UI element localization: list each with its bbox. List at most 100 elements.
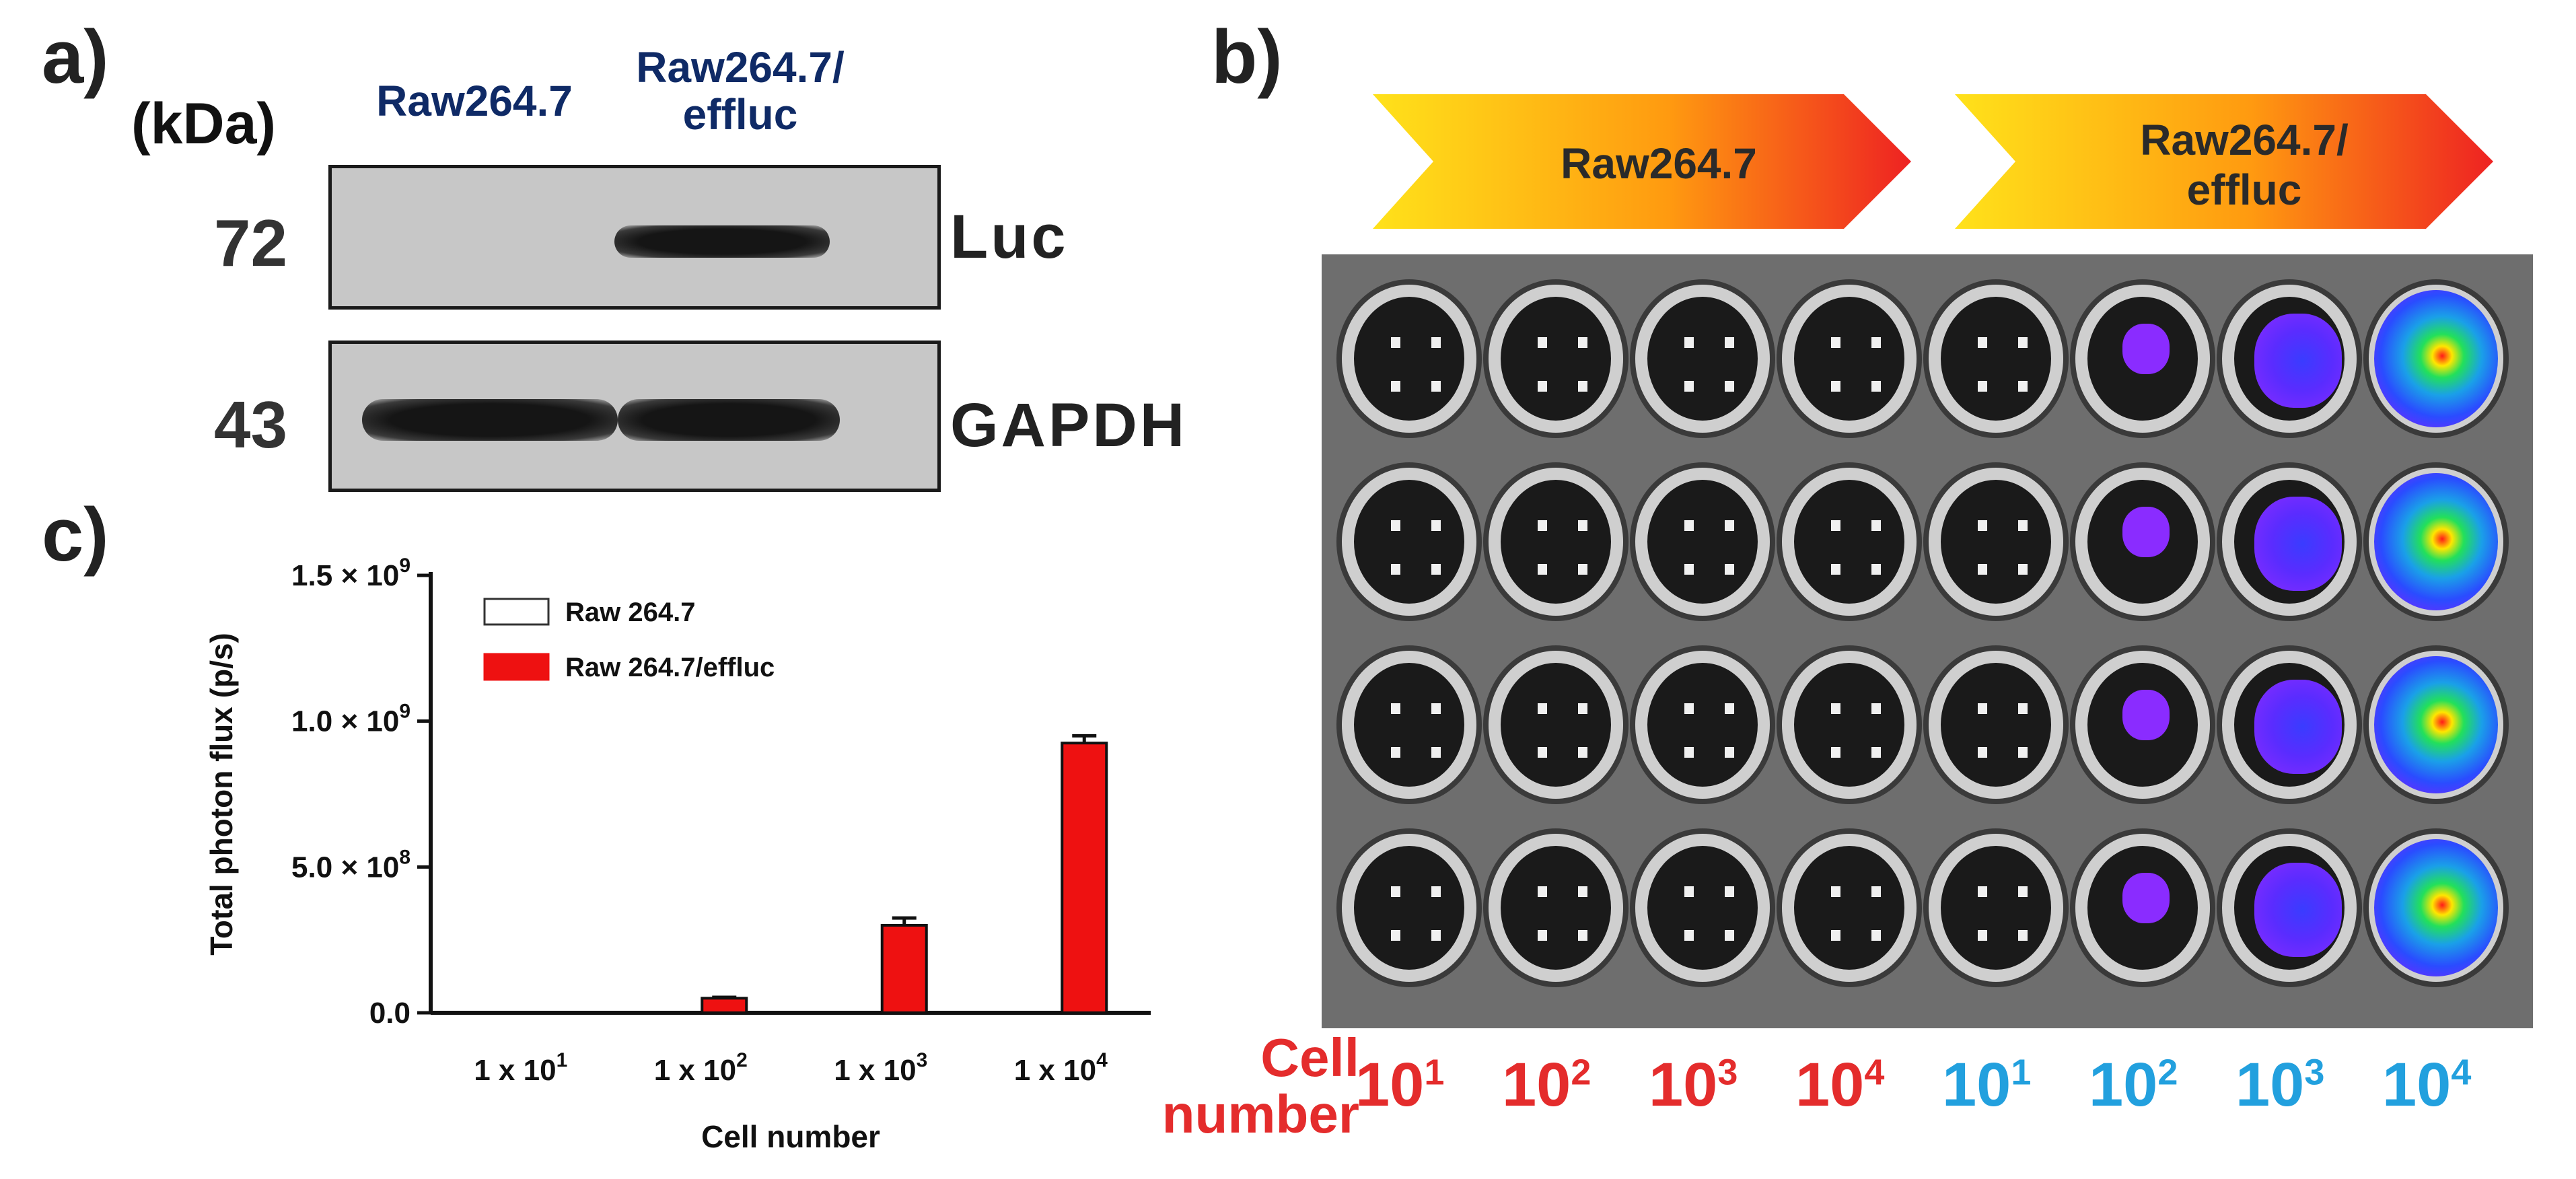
well-reflection	[1391, 703, 1400, 714]
well-reflection	[1578, 703, 1587, 714]
cell-number-base: 10	[1502, 1050, 1571, 1119]
well-reflection	[1538, 337, 1547, 348]
cell-number-exponent: 4	[1864, 1052, 1885, 1093]
well-reflection	[1978, 747, 1987, 758]
group-label-raw-effluc: Raw264.7/ effluc	[2140, 116, 2349, 214]
cell-number-base: 10	[1355, 1050, 1425, 1119]
well-reflection	[1831, 381, 1840, 392]
bli-plate-image	[1322, 254, 2533, 1028]
x-tick-label-base: 1 x 10	[834, 1054, 916, 1087]
well-reflection	[2018, 703, 2028, 714]
y-tick-label: 1.0 × 109	[291, 701, 410, 738]
plate-well	[1635, 468, 1770, 616]
well-reflection	[1871, 520, 1881, 531]
well-reflection	[1391, 747, 1400, 758]
bar-effluc-4	[1061, 742, 1108, 1014]
plate-well	[2369, 651, 2503, 799]
well-reflection	[1684, 930, 1694, 941]
panel-label-c: c)	[42, 493, 109, 577]
well-reflection	[1684, 520, 1694, 531]
y-tick-label-exponent: 9	[399, 701, 410, 723]
cell-number-exponent: 1	[2011, 1052, 2032, 1093]
plate-well	[2369, 834, 2503, 982]
well-reflection	[1391, 930, 1400, 941]
x-tick-label: 1 x 104	[1014, 1049, 1108, 1087]
luminescence-signal	[2374, 839, 2498, 976]
cell-number-exponent: 4	[2451, 1052, 2472, 1093]
plate-well	[1929, 834, 2063, 982]
luminescence-signal	[2254, 680, 2342, 774]
y-tick-label-exponent: 9	[399, 555, 410, 577]
well-reflection	[1684, 564, 1694, 575]
well-reflection	[1725, 886, 1734, 897]
plate-well	[1635, 285, 1770, 433]
plate-well	[1929, 285, 2063, 433]
plate-well	[1489, 285, 1623, 433]
well-reflection	[1578, 747, 1587, 758]
x-tick-label-exponent: 4	[1096, 1049, 1108, 1071]
kda-label: (kDa)	[131, 92, 277, 156]
y-tick-label-base: 1.5 × 10	[291, 559, 399, 592]
well-reflection	[1538, 747, 1547, 758]
x-tick-label-base: 1 x 10	[474, 1054, 556, 1087]
plate-well	[1782, 834, 1917, 982]
well-reflection	[1871, 381, 1881, 392]
plate-well	[1635, 651, 1770, 799]
plate-well	[1929, 651, 2063, 799]
well-reflection	[1725, 381, 1734, 392]
well-reflection	[1871, 564, 1881, 575]
band-luc-effluc	[614, 225, 830, 258]
blot-luc	[328, 165, 941, 310]
well-reflection	[1538, 381, 1547, 392]
x-axis-label: Cell number	[701, 1119, 880, 1154]
y-tick-label: 0.0	[369, 997, 410, 1030]
cell-number-exponent: 2	[1571, 1052, 1591, 1093]
x-tick-label-base: 1 x 10	[1014, 1054, 1096, 1087]
well-reflection	[1684, 703, 1694, 714]
lane-label-raw-effluc: Raw264.7/ effluc	[636, 43, 845, 139]
well-reflection	[1978, 886, 1987, 897]
well-reflection	[1978, 337, 1987, 348]
well-reflection	[1684, 381, 1694, 392]
cell-number-exponent: 3	[2304, 1052, 2325, 1093]
x-tick-label: 1 x 103	[834, 1049, 927, 1087]
well-reflection	[1831, 930, 1840, 941]
plate-well	[1782, 468, 1917, 616]
well-reflection	[1578, 337, 1587, 348]
band-label-gapdh: GAPDH	[950, 391, 1188, 460]
well-reflection	[1871, 930, 1881, 941]
well-reflection	[1391, 564, 1400, 575]
plate-well	[2222, 651, 2357, 799]
cell-number-raw-10e3: 103	[1649, 1050, 1738, 1120]
plate-well	[1342, 285, 1476, 433]
well-reflection	[1684, 747, 1694, 758]
well-reflection	[1978, 703, 1987, 714]
luminescence-signal	[2254, 863, 2342, 957]
plate-well	[1782, 651, 1917, 799]
well-reflection	[1431, 886, 1441, 897]
group-label-raw: Raw264.7	[1561, 139, 1757, 188]
y-tick-label: 1.5 × 109	[291, 555, 410, 592]
plate-well	[2075, 834, 2210, 982]
x-tick-label-base: 1 x 10	[654, 1054, 736, 1087]
well-reflection	[2018, 337, 2028, 348]
plate-well	[2222, 468, 2357, 616]
well-reflection	[1871, 337, 1881, 348]
plate-well	[1635, 834, 1770, 982]
bar-effluc-3	[880, 924, 928, 1014]
plate-well	[1489, 651, 1623, 799]
cell-number-base: 10	[2382, 1050, 2452, 1119]
well-reflection	[1831, 747, 1840, 758]
well-reflection	[1871, 703, 1881, 714]
cell-number-base: 10	[1942, 1050, 2011, 1119]
plate-well	[2222, 834, 2357, 982]
band-gapdh-raw	[362, 399, 618, 441]
well-reflection	[2018, 747, 2028, 758]
well-reflection	[2018, 381, 2028, 392]
plate-well	[1929, 468, 2063, 616]
luminescence-signal	[2374, 473, 2498, 610]
well-reflection	[1871, 886, 1881, 897]
y-tick-label: 5.0 × 108	[291, 846, 410, 884]
cell-number-base: 10	[2089, 1050, 2158, 1119]
